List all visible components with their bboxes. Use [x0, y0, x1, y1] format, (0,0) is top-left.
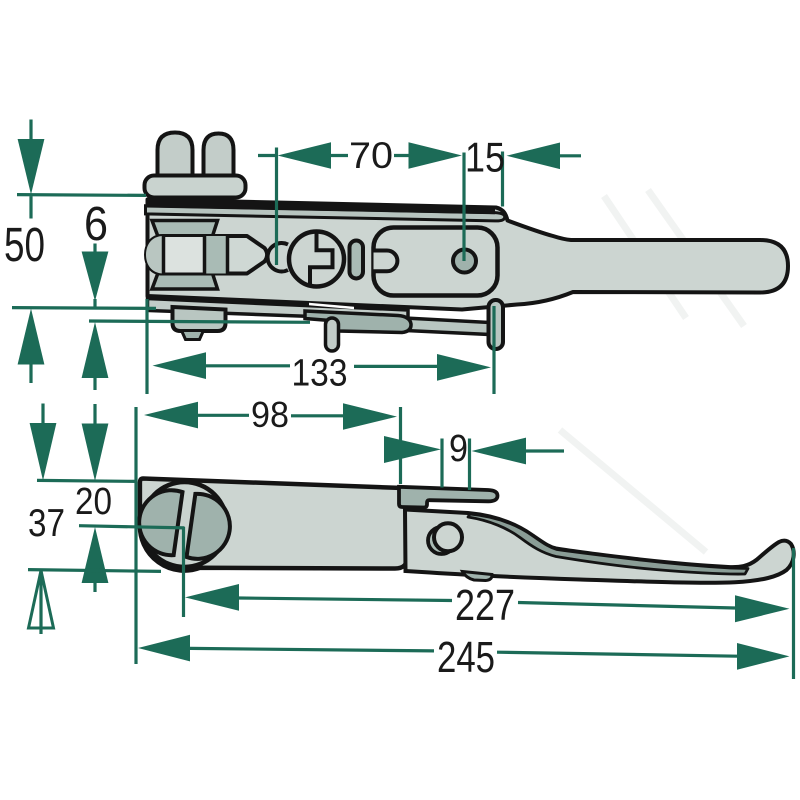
- svg-text:227: 227: [455, 582, 515, 630]
- svg-text:15: 15: [465, 134, 505, 181]
- svg-text:37: 37: [28, 502, 65, 545]
- svg-text:98: 98: [251, 394, 289, 435]
- svg-text:133: 133: [292, 353, 348, 395]
- svg-text:70: 70: [349, 135, 393, 176]
- svg-text:245: 245: [437, 634, 495, 682]
- svg-text:50: 50: [4, 219, 45, 272]
- svg-text:20: 20: [75, 481, 112, 523]
- svg-text:6: 6: [84, 198, 108, 251]
- svg-text:9: 9: [449, 428, 468, 470]
